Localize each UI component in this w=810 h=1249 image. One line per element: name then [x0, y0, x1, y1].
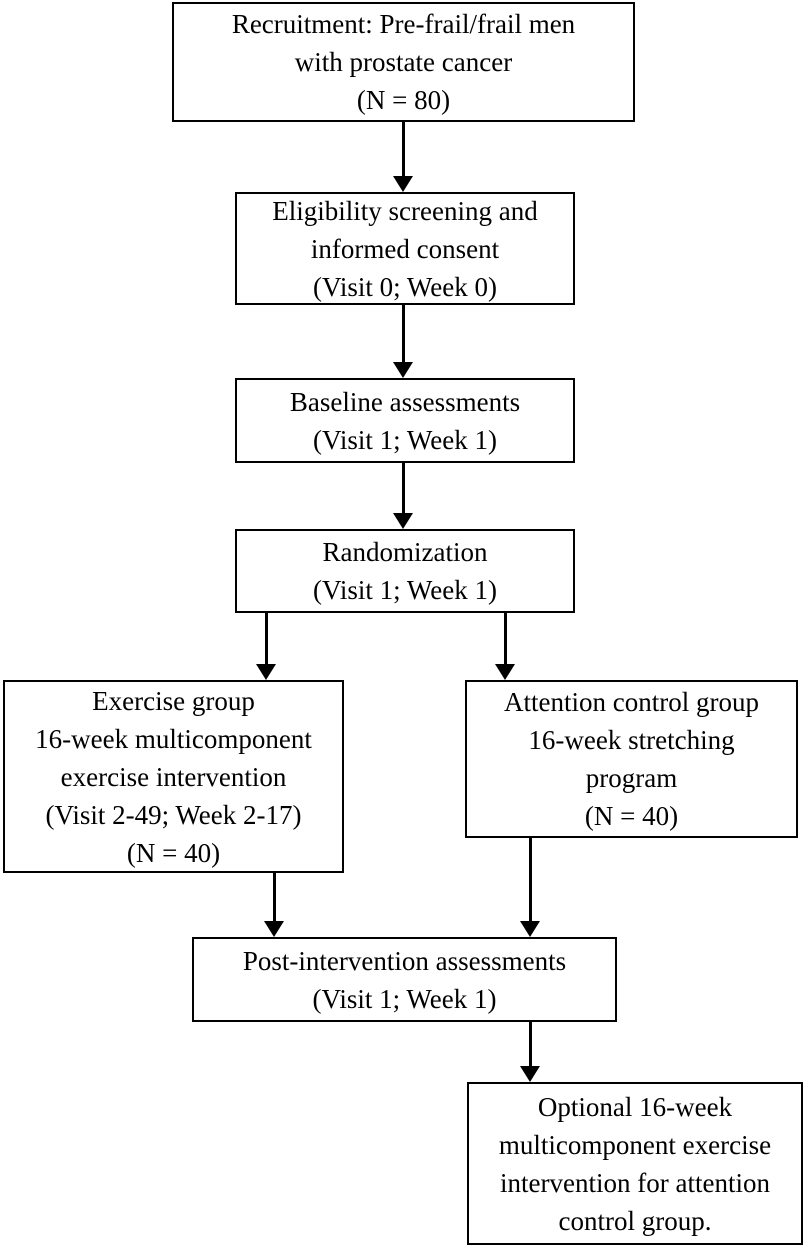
node-baseline-assessments: Baseline assessments (Visit 1; Week 1) [235, 378, 575, 463]
arrow-post-intervention-to-optional [520, 1022, 541, 1082]
node-exercise-group: Exercise group 16-week multicomponent ex… [3, 680, 344, 873]
node-line: (Visit 1; Week 1) [313, 424, 497, 455]
node-line: informed consent [310, 233, 500, 264]
node-eligibility-screening: Eligibility screening and informed conse… [235, 192, 575, 305]
node-line: (Visit 1; Week 1) [313, 575, 497, 605]
node-line: Attention control group [504, 687, 759, 717]
node-line: (N = 40) [584, 801, 679, 831]
node-line: program [585, 763, 678, 793]
arrow-attention-control-to-post-intervention [520, 838, 541, 937]
node-line: control group. [558, 1205, 712, 1236]
arrow-baseline-to-randomization [393, 463, 414, 529]
node-recruitment: Recruitment: Pre-frail/frail men with pr… [172, 2, 635, 122]
node-optional-intervention: Optional 16-week multicomponent exercise… [467, 1082, 803, 1245]
arrow-exercise-group-to-post-intervention [264, 873, 285, 937]
node-line: intervention for attention [500, 1167, 770, 1198]
arrow-eligibility-to-baseline [393, 305, 414, 378]
node-line: Eligibility screening and [272, 195, 538, 226]
node-line: (N = 40) [126, 837, 221, 868]
node-line: (Visit 1; Week 1) [312, 983, 497, 1014]
node-line: Baseline assessments [289, 386, 521, 417]
node-line: Optional 16-week [537, 1091, 733, 1122]
arrow-randomization-to-exercise-group [256, 613, 277, 680]
node-line: multicomponent exercise [498, 1129, 772, 1160]
arrow-recruitment-to-eligibility [393, 122, 414, 192]
node-line: (Visit 2-49; Week 2-17) [45, 799, 302, 830]
node-line: 16-week stretching [528, 725, 735, 755]
node-line: Recruitment: Pre-frail/frail men [231, 9, 576, 39]
node-post-intervention-assessments: Post-intervention assessments (Visit 1; … [192, 937, 617, 1022]
node-line: Exercise group [92, 685, 255, 716]
node-attention-control-group: Attention control group 16-week stretchi… [465, 680, 798, 838]
node-line: (Visit 0; Week 0) [313, 271, 497, 302]
node-line: (N = 80) [356, 85, 451, 115]
node-line: with prostate cancer [294, 47, 513, 77]
node-line: 16-week multicomponent [35, 723, 312, 754]
node-line: Post-intervention assessments [242, 945, 567, 976]
arrow-randomization-to-attention-control [495, 613, 516, 680]
node-line: exercise intervention [60, 761, 287, 792]
node-randomization: Randomization (Visit 1; Week 1) [235, 529, 575, 613]
node-line: Randomization [322, 537, 488, 567]
